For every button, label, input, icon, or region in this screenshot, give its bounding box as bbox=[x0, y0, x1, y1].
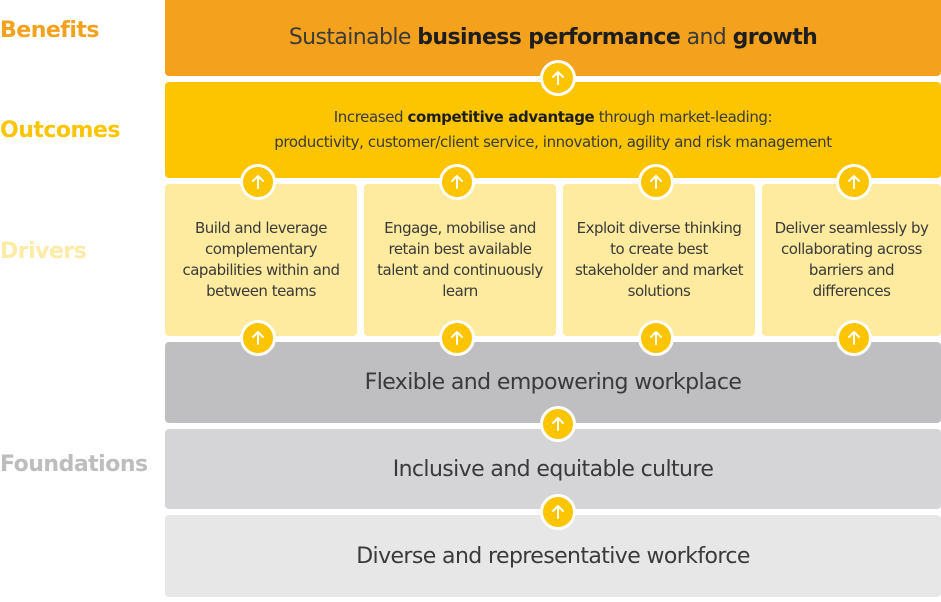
workforce-text: Diverse and representative workforce bbox=[356, 543, 750, 569]
driver-box-1: Build and leverage complementary capabil… bbox=[165, 184, 357, 336]
arrow-up-icon bbox=[638, 320, 674, 356]
label-outcomes: Outcomes bbox=[0, 118, 120, 143]
outcomes-line-1: Increased competitive advantage through … bbox=[333, 108, 773, 126]
label-drivers: Drivers bbox=[0, 239, 87, 264]
outcomes-block: Increased competitive advantage through … bbox=[165, 82, 941, 178]
driver-box-2: Engage, mobilise and retain best availab… bbox=[364, 184, 556, 336]
driver-box-3: Exploit diverse thinking to create best … bbox=[563, 184, 755, 336]
label-benefits: Benefits bbox=[0, 18, 100, 43]
arrow-up-icon bbox=[836, 164, 872, 200]
workplace-text: Flexible and empowering workplace bbox=[364, 370, 742, 395]
driver-text-1: Build and leverage complementary capabil… bbox=[182, 219, 340, 300]
arrow-up-icon bbox=[439, 164, 475, 200]
driver-text-3: Exploit diverse thinking to create best … bbox=[574, 219, 744, 300]
arrow-up-icon bbox=[240, 164, 276, 200]
driver-box-4: Deliver seamlessly by collaborating acro… bbox=[762, 184, 941, 336]
arrow-up-icon bbox=[240, 320, 276, 356]
arrow-up-icon bbox=[540, 494, 576, 530]
benefits-text: Sustainable business performance and gro… bbox=[288, 24, 818, 50]
driver-text-4: Deliver seamlessly by collaborating acro… bbox=[774, 219, 929, 300]
arrow-up-icon bbox=[540, 60, 576, 96]
label-foundations: Foundations bbox=[0, 452, 148, 477]
arrow-up-icon bbox=[540, 406, 576, 442]
outcomes-line-2: productivity, customer/client service, i… bbox=[274, 133, 832, 151]
arrow-up-icon bbox=[439, 320, 475, 356]
driver-text-2: Engage, mobilise and retain best availab… bbox=[377, 219, 543, 300]
arrow-up-icon bbox=[638, 164, 674, 200]
arrow-up-icon bbox=[836, 320, 872, 356]
culture-text: Inclusive and equitable culture bbox=[392, 456, 714, 482]
